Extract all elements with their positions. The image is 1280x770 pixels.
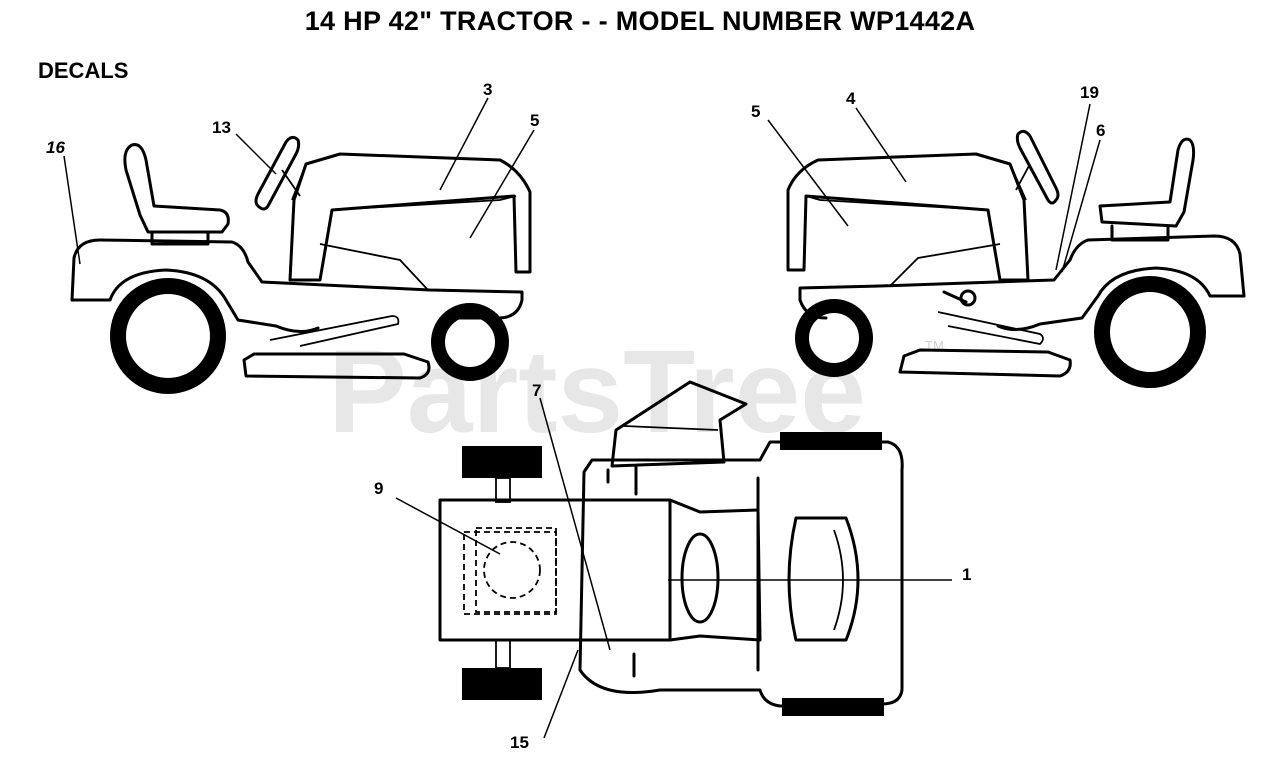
seat-top — [787, 516, 860, 642]
page-title: 14 HP 42" TRACTOR - - MODEL NUMBER WP144… — [304, 6, 976, 36]
callout-3: 3 — [483, 80, 492, 99]
callout-9: 9 — [374, 479, 383, 498]
callout-15: 15 — [510, 733, 529, 752]
section-heading: DECALS — [38, 58, 129, 83]
body-frame-top — [578, 440, 904, 708]
hood-right — [786, 152, 1030, 282]
callout-19: 19 — [1080, 83, 1099, 102]
tractor-left-side-view — [70, 135, 532, 394]
mower-deck-left — [242, 352, 431, 380]
leader-lines — [63, 97, 1101, 739]
callout-5-right: 5 — [751, 102, 760, 121]
callout-7: 7 — [532, 381, 541, 400]
tractor-top-view — [438, 380, 904, 716]
callout-5-left: 5 — [530, 111, 539, 130]
callout-13: 13 — [212, 118, 231, 137]
callout-16: 16 — [46, 138, 65, 157]
mower-deck-right — [898, 348, 1072, 378]
callout-6: 6 — [1096, 121, 1105, 140]
callout-1: 1 — [962, 565, 971, 584]
hood-top — [438, 498, 672, 642]
front-wheel-bottom — [462, 668, 542, 700]
rear-wheel-bottom — [782, 698, 884, 716]
front-wheel-top — [462, 446, 542, 478]
rear-fender-left — [70, 238, 524, 320]
watermark-text: PartsTree — [328, 326, 866, 458]
hood-left — [288, 152, 532, 282]
rear-fender-right — [798, 234, 1246, 320]
steering-wheel-right — [1015, 129, 1060, 205]
seat-left — [123, 143, 230, 234]
seat-right — [1098, 137, 1196, 228]
callout-4: 4 — [846, 89, 856, 108]
tractor-right-side-view — [786, 129, 1246, 388]
steering-wheel-left — [254, 135, 301, 211]
